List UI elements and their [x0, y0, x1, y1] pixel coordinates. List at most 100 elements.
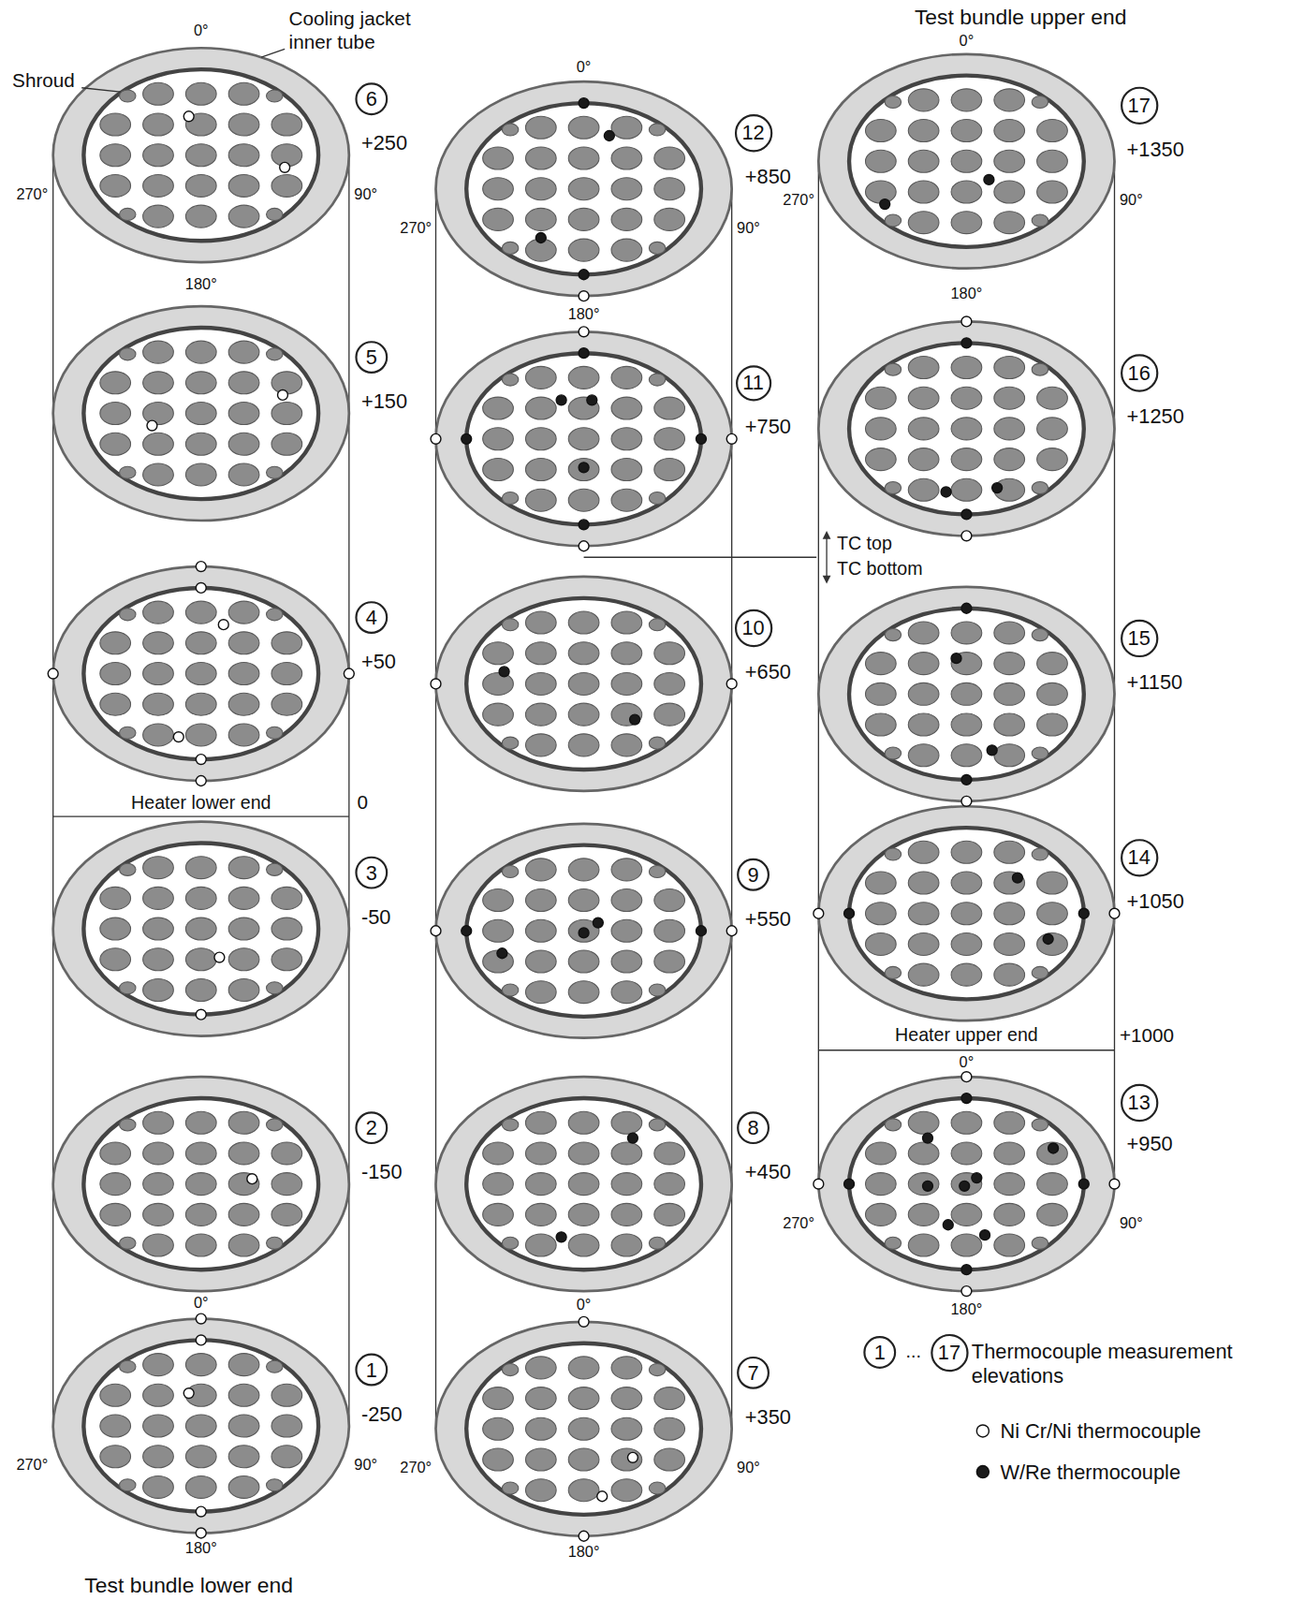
nicr-thermocouple: [195, 1506, 206, 1517]
shroud: [83, 587, 319, 760]
heater-rod: [951, 417, 983, 440]
heater-rod: [185, 1142, 217, 1165]
heater-rod: [483, 1142, 514, 1165]
shroud: [83, 1339, 319, 1511]
heater-rod: [611, 642, 643, 665]
heater-rod: [483, 919, 514, 942]
cooling-jacket: [818, 586, 1115, 802]
heater-rod: [185, 82, 217, 105]
heater-rod: [483, 672, 514, 695]
cooling-jacket: [818, 321, 1115, 536]
heater-rod: [228, 856, 260, 880]
heater-rod: [483, 396, 514, 420]
heater-rod: [185, 371, 217, 395]
angle-label: 180°: [185, 1539, 218, 1558]
corner-rod: [119, 863, 136, 876]
heater-rod: [228, 371, 260, 395]
heater-rod: [568, 238, 600, 262]
heater-rod: [143, 82, 175, 105]
heater-rod: [228, 662, 260, 686]
heater-rod: [908, 902, 939, 925]
wre-thermocouple: [961, 509, 972, 520]
heater-rod: [994, 840, 1026, 864]
wre-thermocouple: [578, 462, 589, 473]
heater-rod: [951, 840, 983, 864]
heater-rod: [271, 948, 303, 971]
heater-rod: [525, 919, 557, 942]
heater-rod: [568, 1387, 600, 1410]
heater-rod: [951, 355, 983, 379]
heater-rod: [1037, 1202, 1069, 1226]
wre-thermocouple: [940, 486, 952, 498]
elevation: -50: [361, 904, 392, 929]
heater-rod: [908, 652, 939, 675]
wre-thermocouple: [627, 1132, 638, 1144]
angle-label: 0°: [576, 58, 592, 77]
heater-rod: [654, 146, 686, 170]
heater-rod: [100, 402, 132, 426]
heater-rod: [654, 396, 686, 420]
heater-rod: [228, 948, 260, 971]
heater-rod: [483, 427, 514, 451]
wre-thermocouple: [971, 1172, 983, 1184]
elevation: +1000: [1119, 1024, 1174, 1048]
heater-rod: [185, 1414, 217, 1437]
heater-rod: [228, 692, 260, 716]
heater-rod: [908, 963, 939, 986]
heater-rod: [525, 427, 557, 451]
heater-rod: [864, 902, 896, 925]
corner-rod: [119, 89, 136, 103]
heater-rod: [483, 889, 514, 912]
wre-thermocouple: [696, 925, 707, 937]
heater-rod: [525, 1202, 557, 1226]
wre-thermocouple: [844, 908, 855, 919]
heater-rod: [951, 1202, 983, 1226]
part-name: Shroud: [12, 70, 75, 94]
callout-number: 15: [1128, 627, 1151, 648]
heater-rod: [908, 211, 939, 235]
heater-rod: [951, 478, 983, 501]
heater-rod: [908, 621, 939, 645]
heater-rod: [185, 601, 217, 624]
nicr-thermocouple: [195, 1313, 206, 1324]
cooling-jacket: [53, 821, 350, 1037]
heater-rod: [271, 1414, 303, 1437]
callout-number: 3: [366, 862, 378, 883]
heater-rod: [994, 1111, 1026, 1134]
elevation-number: 13: [1119, 1083, 1158, 1121]
heater-rod: [483, 1172, 514, 1196]
heater-rod: [654, 950, 686, 973]
heater-rod: [654, 427, 686, 451]
heater-rod: [951, 1142, 983, 1165]
heater-rod: [908, 1202, 939, 1226]
heater-rod: [908, 744, 939, 767]
corner-rod: [119, 348, 136, 361]
corner-rod: [266, 726, 283, 739]
heater-rod: [271, 631, 303, 655]
elevation: +1250: [1127, 404, 1185, 429]
corner-rod: [884, 966, 901, 979]
heater-rod: [994, 621, 1026, 645]
shroud: [466, 1343, 702, 1515]
heater-rod: [228, 432, 260, 455]
heater-rod: [525, 207, 557, 231]
corner-rod: [119, 207, 136, 220]
heater-rod: [228, 1445, 260, 1468]
angle-label: 0°: [959, 31, 975, 51]
cooling-jacket: [436, 331, 733, 546]
nicr-thermocouple: [195, 1527, 206, 1539]
heater-rod: [525, 1417, 557, 1440]
heater-rod: [568, 889, 600, 912]
heater-rod: [525, 366, 557, 389]
cooling-jacket: [436, 1076, 733, 1291]
heater-rod: [908, 1233, 939, 1257]
nicr-thermocouple: [278, 389, 289, 400]
heater-rod: [1037, 652, 1069, 675]
heater-rod: [908, 1111, 939, 1134]
heater-rod: [611, 1233, 643, 1257]
elevation: +1350: [1127, 136, 1185, 162]
leader-line: [261, 48, 285, 58]
corner-rod: [648, 123, 665, 136]
heater-rod: [525, 488, 557, 512]
nicr-thermocouple: [430, 433, 441, 444]
